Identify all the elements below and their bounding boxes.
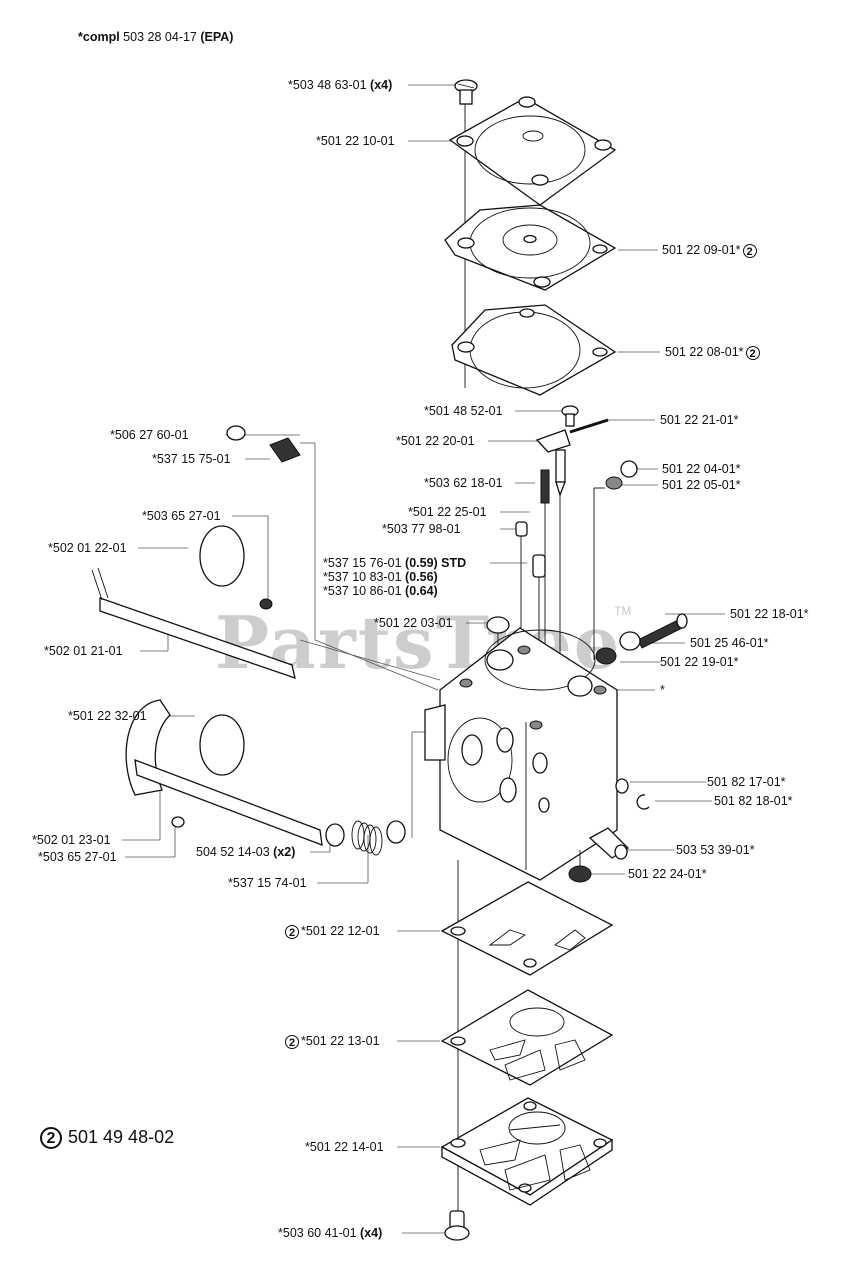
part-label-501-22-20-01[interactable]: *501 22 20-01 [396,434,475,448]
part-label-501-22-32-01[interactable]: *501 22 32-01 [68,709,147,723]
choke-shaft-drawing [91,525,296,679]
part-label-502-01-21-01[interactable]: *502 01 21-01 [44,644,123,658]
part-label-502-01-22-01[interactable]: *502 01 22-01 [48,541,127,555]
kit-marker: 2 [285,1034,299,1049]
part-label-501-22-12-01[interactable]: 2*501 22 12-01 [283,924,380,939]
part-label-501-22-09-01[interactable]: 501 22 09-01*2 [662,243,759,258]
pump-gasket-drawing [451,304,617,396]
pump-gasket-bottom-drawing [440,881,614,976]
part-label-537-15-74-01[interactable]: *537 15 74-01 [228,876,307,890]
carburetor-body-drawing [424,627,650,881]
kit-number: 501 49 48-02 [68,1127,175,1147]
part-label-501-22-18-01[interactable]: 501 22 18-01* [730,607,809,621]
metering-gasket-drawing [440,989,614,1086]
part-label-503-65-27-01-upper[interactable]: *503 65 27-01 [142,509,221,523]
part-label-501-22-04-01[interactable]: 501 22 04-01* [662,462,741,476]
pump-diaphragm-drawing [444,204,617,291]
metering-cover-drawing [440,1097,614,1206]
throttle-shaft-drawing [125,699,406,856]
return-spring-drawing [351,820,383,856]
part-label-501-22-25-01[interactable]: *501 22 25-01 [408,505,487,519]
part-label-501-22-14-01[interactable]: *501 22 14-01 [305,1140,384,1154]
part-label-537-10-86-01[interactable]: *537 10 86-01 (0.64) [323,584,438,598]
part-label-501-22-08-01[interactable]: 501 22 08-01*2 [665,345,762,360]
part-label-503-77-98-01[interactable]: *503 77 98-01 [382,522,461,536]
kit-marker-legend: 2 [40,1127,62,1150]
part-label-501-25-46-01[interactable]: 501 25 46-01* [690,636,769,650]
part-label-501-22-19-01[interactable]: 501 22 19-01* [660,655,739,669]
part-label-501-48-52-01[interactable]: *501 48 52-01 [424,404,503,418]
part-label-506-27-60-01[interactable]: *506 27 60-01 [110,428,189,442]
kit-marker: 2 [742,243,757,258]
part-label-501-22-24-01[interactable]: 501 22 24-01* [628,867,707,881]
part-label-501-22-21-01[interactable]: 501 22 21-01* [660,413,739,427]
part-label-503-60-41-01[interactable]: *503 60 41-01 (x4) [278,1226,383,1240]
adjust-screw-drawing [595,613,688,665]
kit-marker: 2 [745,345,760,360]
part-label-537-10-83-01[interactable]: *537 10 83-01 (0.56) [323,570,438,584]
part-label-501-82-18-01[interactable]: 501 82 18-01* [714,794,793,808]
bottom-screw-drawing [444,1210,470,1241]
part-label-501-22-03-01[interactable]: *501 22 03-01 [374,616,453,630]
assembly-title: *compl 503 28 04-17 (EPA) [78,30,234,44]
part-label-501-22-13-01[interactable]: 2*501 22 13-01 [283,1034,380,1049]
part-label-503-65-27-01-lower[interactable]: *503 65 27-01 [38,850,117,864]
part-label-537-15-76-01[interactable]: *537 15 76-01 (0.59) STD [323,556,467,570]
part-label-501-82-17-01[interactable]: 501 82 17-01* [707,775,786,789]
part-label-503-53-39-01[interactable]: 503 53 39-01* [676,843,755,857]
part-label-501-22-10-01[interactable]: *501 22 10-01 [316,134,395,148]
part-label-501-22-05-01[interactable]: 501 22 05-01* [662,478,741,492]
part-label-502-01-23-01[interactable]: *502 01 23-01 [32,833,111,847]
part-label-537-15-75-01[interactable]: *537 15 75-01 [152,452,231,466]
top-screw-drawing [454,79,478,105]
pump-cover-drawing [448,96,617,206]
part-label-504-52-14-03[interactable]: 504 52 14-03 (x2) [196,845,296,859]
leader-lines [122,84,725,1234]
part-label-503-62-18-01[interactable]: *503 62 18-01 [424,476,503,490]
kit-marker: 2 [285,924,299,939]
small-parts-drawing [226,405,638,690]
fuel-fitting-drawing [568,827,630,883]
part-label-503-48-63-01[interactable]: *503 48 63-01 (x4) [288,78,393,92]
assembly-number: 503 28 04-17 [123,30,197,44]
kit-legend: 2 501 49 48-02 [38,1126,175,1150]
part-label-unlisted[interactable]: * [660,683,665,697]
watermark-tm: TM [614,604,632,618]
